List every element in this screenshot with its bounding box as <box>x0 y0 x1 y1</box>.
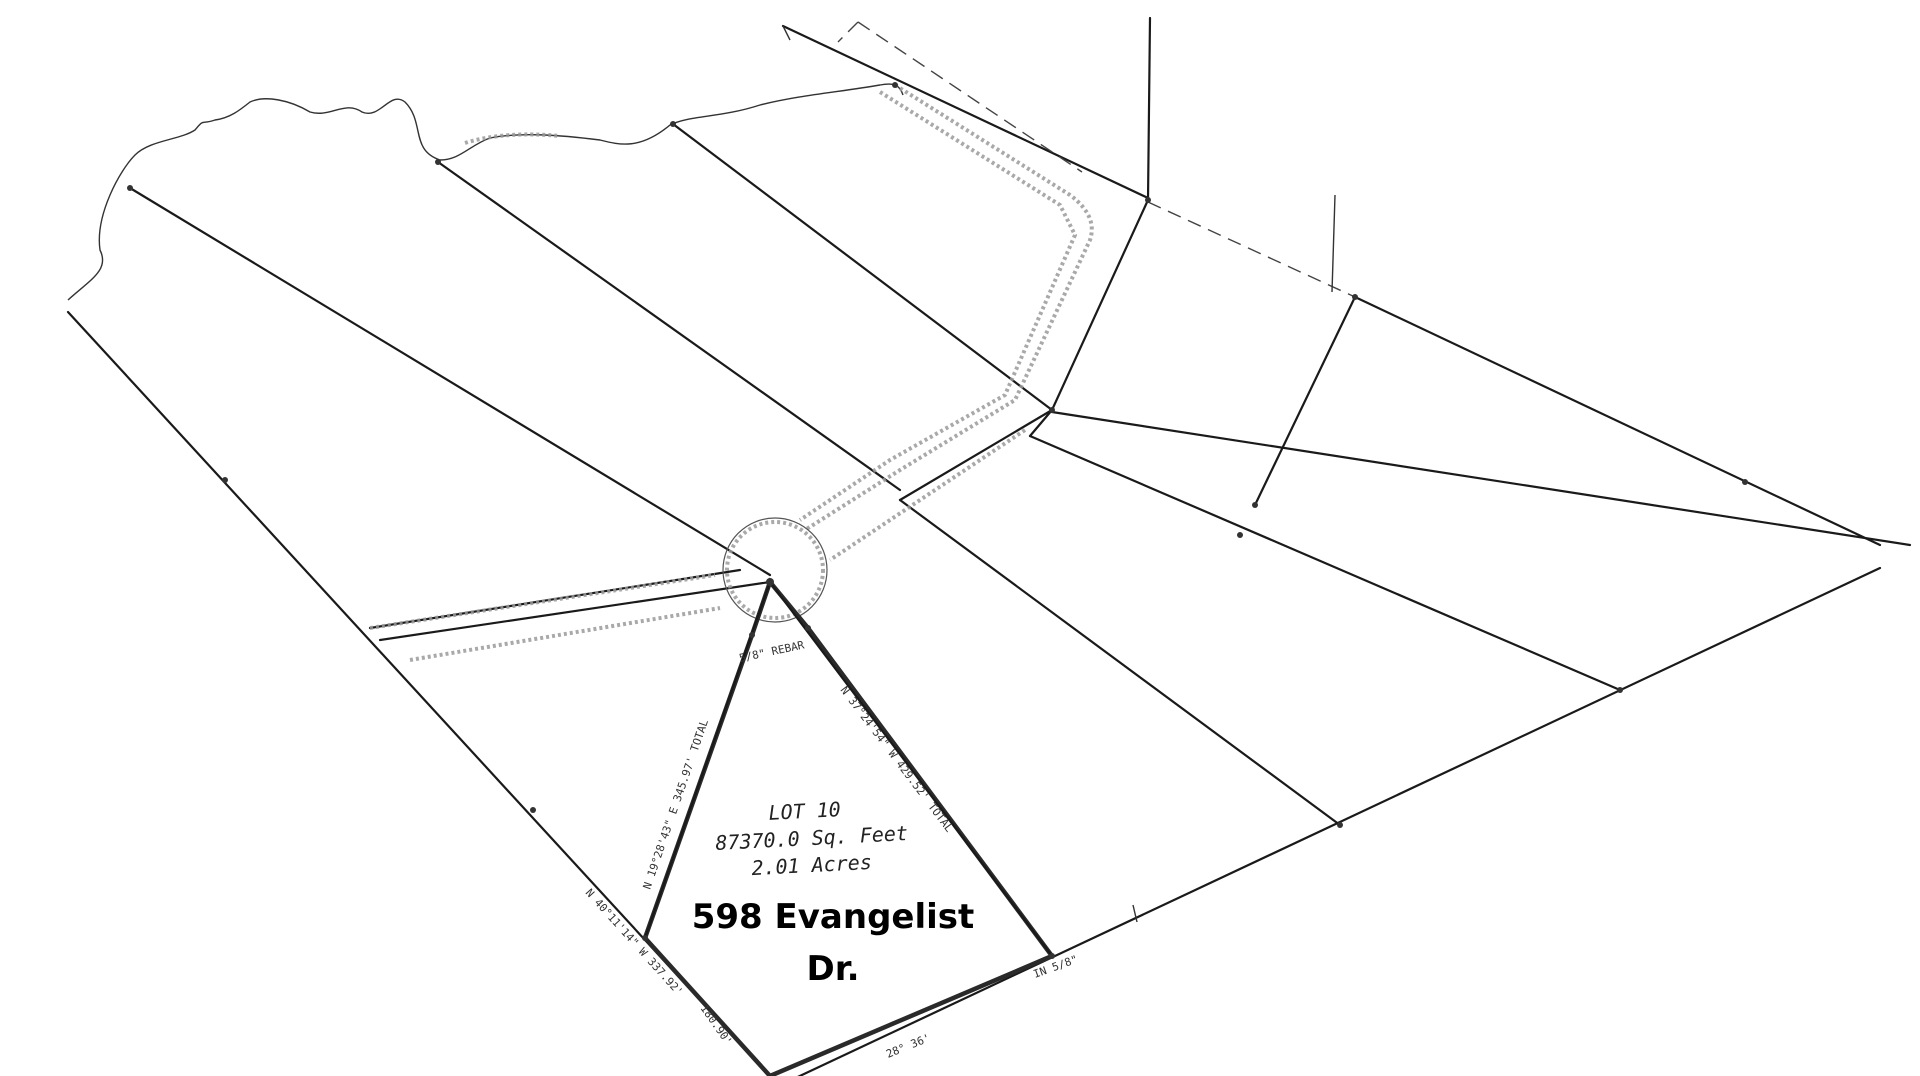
lot-line <box>128 186 772 577</box>
lot-line <box>781 24 1150 200</box>
lot-line <box>1028 434 1622 692</box>
lot-line <box>898 408 1054 502</box>
lot-line <box>1353 295 1882 547</box>
easement-line <box>1147 201 1356 298</box>
lot-line <box>436 160 902 492</box>
survey-points <box>127 82 1748 959</box>
easement-line <box>1331 194 1336 293</box>
creek-boundary <box>67 83 904 301</box>
lot-line <box>671 122 1054 412</box>
easement-line <box>782 25 791 41</box>
lot-line <box>1028 408 1054 438</box>
bearing-east: N 37°24'54" W 429.52' TOTAL <box>838 684 956 835</box>
driveway <box>803 83 1094 532</box>
easement-line <box>857 21 1083 173</box>
lot-line <box>797 566 1882 1076</box>
driveway <box>409 606 721 662</box>
bearing-southwest: N 40°11'14" W 337.92' <box>583 886 686 998</box>
address-line-1: 598 Evangelist <box>692 897 975 937</box>
lot-area-acres: 2.01 Acres <box>751 850 873 880</box>
bearing-south-arc: 28° 36' <box>884 1031 932 1060</box>
driveway <box>369 573 716 630</box>
lot-line <box>378 580 772 642</box>
lot-line <box>1253 295 1357 507</box>
cul-de-sac <box>722 517 828 623</box>
driveway <box>798 90 1078 522</box>
lot-line <box>1050 198 1150 412</box>
lot-10-edge <box>643 580 772 940</box>
bearing-west: N 19°28'43" E 345.97' TOTAL <box>641 717 712 891</box>
lot-number: LOT 10 <box>768 797 841 825</box>
pin-label-sw: IN 5/8" <box>1032 953 1080 981</box>
boundary-tick <box>1132 904 1138 923</box>
lot-area-sqft: 87370.0 Sq. Feet <box>715 821 909 855</box>
lot-line <box>1050 410 1912 547</box>
lot-line <box>1146 16 1152 202</box>
lot-10-edge <box>768 580 1054 958</box>
cul-de-sac <box>725 520 825 620</box>
easement-line <box>837 21 859 43</box>
bearing-south-seg: 180.90' <box>698 1002 735 1047</box>
address-line-2: Dr. <box>806 949 859 989</box>
lot-line <box>898 498 1342 827</box>
